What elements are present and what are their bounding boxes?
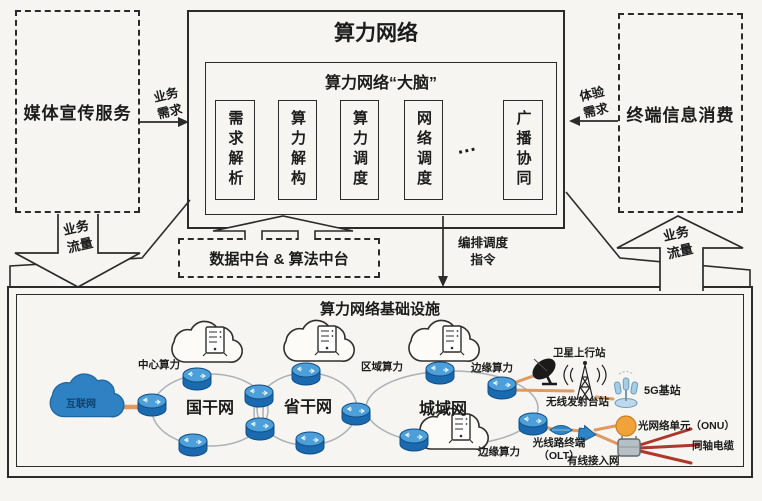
platform-label: 数据中台 & 算法中台	[209, 250, 349, 268]
brain-title: 算力网络“大脑”	[324, 75, 437, 92]
satellite-uplink-label: 卫星上行站	[553, 347, 606, 359]
brain-module-broadcast-coordination: 广播协同	[503, 100, 543, 200]
label-line: 指令	[470, 252, 496, 267]
metro-network-label: 城域网	[419, 401, 468, 418]
business-flow-right-label: 业务 流量	[649, 220, 708, 266]
business-flow-left-label: 业务 流量	[51, 214, 106, 259]
data-algorithm-platform-box: 数据中台 & 算法中台	[178, 238, 380, 278]
cpn-title: 算力网络	[334, 22, 418, 45]
coax-label: 同轴电缆	[692, 440, 734, 452]
media-service-label: 媒体宣传服务	[23, 104, 132, 123]
experience-demand-label: 体验 需求	[569, 81, 619, 124]
edge-compute-bottom-label: 边缘算力	[478, 446, 520, 458]
infrastructure-inner-box	[16, 294, 744, 467]
central-compute-label: 中心算力	[138, 359, 180, 371]
module-label: 网络调度	[415, 110, 432, 190]
regional-compute-label: 区域算力	[361, 361, 403, 373]
ellipsis-dots: …	[453, 132, 481, 160]
provincial-backbone-label: 省干网	[284, 399, 333, 416]
wireless-tower-label: 无线发射台站	[546, 396, 609, 408]
module-label: 算力调度	[351, 110, 368, 190]
edge-compute-top-label: 边缘算力	[471, 362, 513, 374]
label-line: 编排调度	[457, 236, 508, 250]
wired-access-label: 有线接入网	[567, 455, 620, 467]
brain-box	[205, 62, 557, 215]
media-service-box: 媒体宣传服务	[15, 10, 140, 213]
infrastructure-title: 算力网络基础设施	[319, 301, 440, 318]
terminal-consumption-label: 终端信息消费	[626, 105, 735, 125]
brain-module-network-scheduling: 网络调度	[404, 100, 443, 200]
brain-module-demand-parsing: 需求解析	[215, 100, 255, 200]
onu-label: 光网络单元（ONU）	[638, 420, 735, 432]
national-backbone-label: 国干网	[186, 400, 235, 417]
infrastructure-outer-box	[7, 286, 753, 478]
brain-module-compute-scheduling: 算力调度	[340, 100, 379, 200]
label-line: 光线路终端	[532, 437, 586, 449]
module-label: 需求解析	[226, 110, 244, 190]
brain-module-compute-decomposition: 算力解构	[278, 100, 317, 200]
orchestration-label: 编排调度 指令	[446, 235, 520, 269]
olt-label: 光线路终端 （OLT）	[531, 437, 587, 462]
5g-station-label: 5G基站	[644, 385, 681, 397]
business-demand-label: 业务 需求	[143, 82, 193, 125]
terminal-consumption-box: 终端信息消费	[618, 13, 743, 213]
module-label: 算力解构	[289, 110, 306, 190]
internet-label: 互联网	[66, 399, 96, 410]
module-label: 广播协同	[514, 110, 532, 190]
label-line: （OLT）	[538, 449, 580, 462]
